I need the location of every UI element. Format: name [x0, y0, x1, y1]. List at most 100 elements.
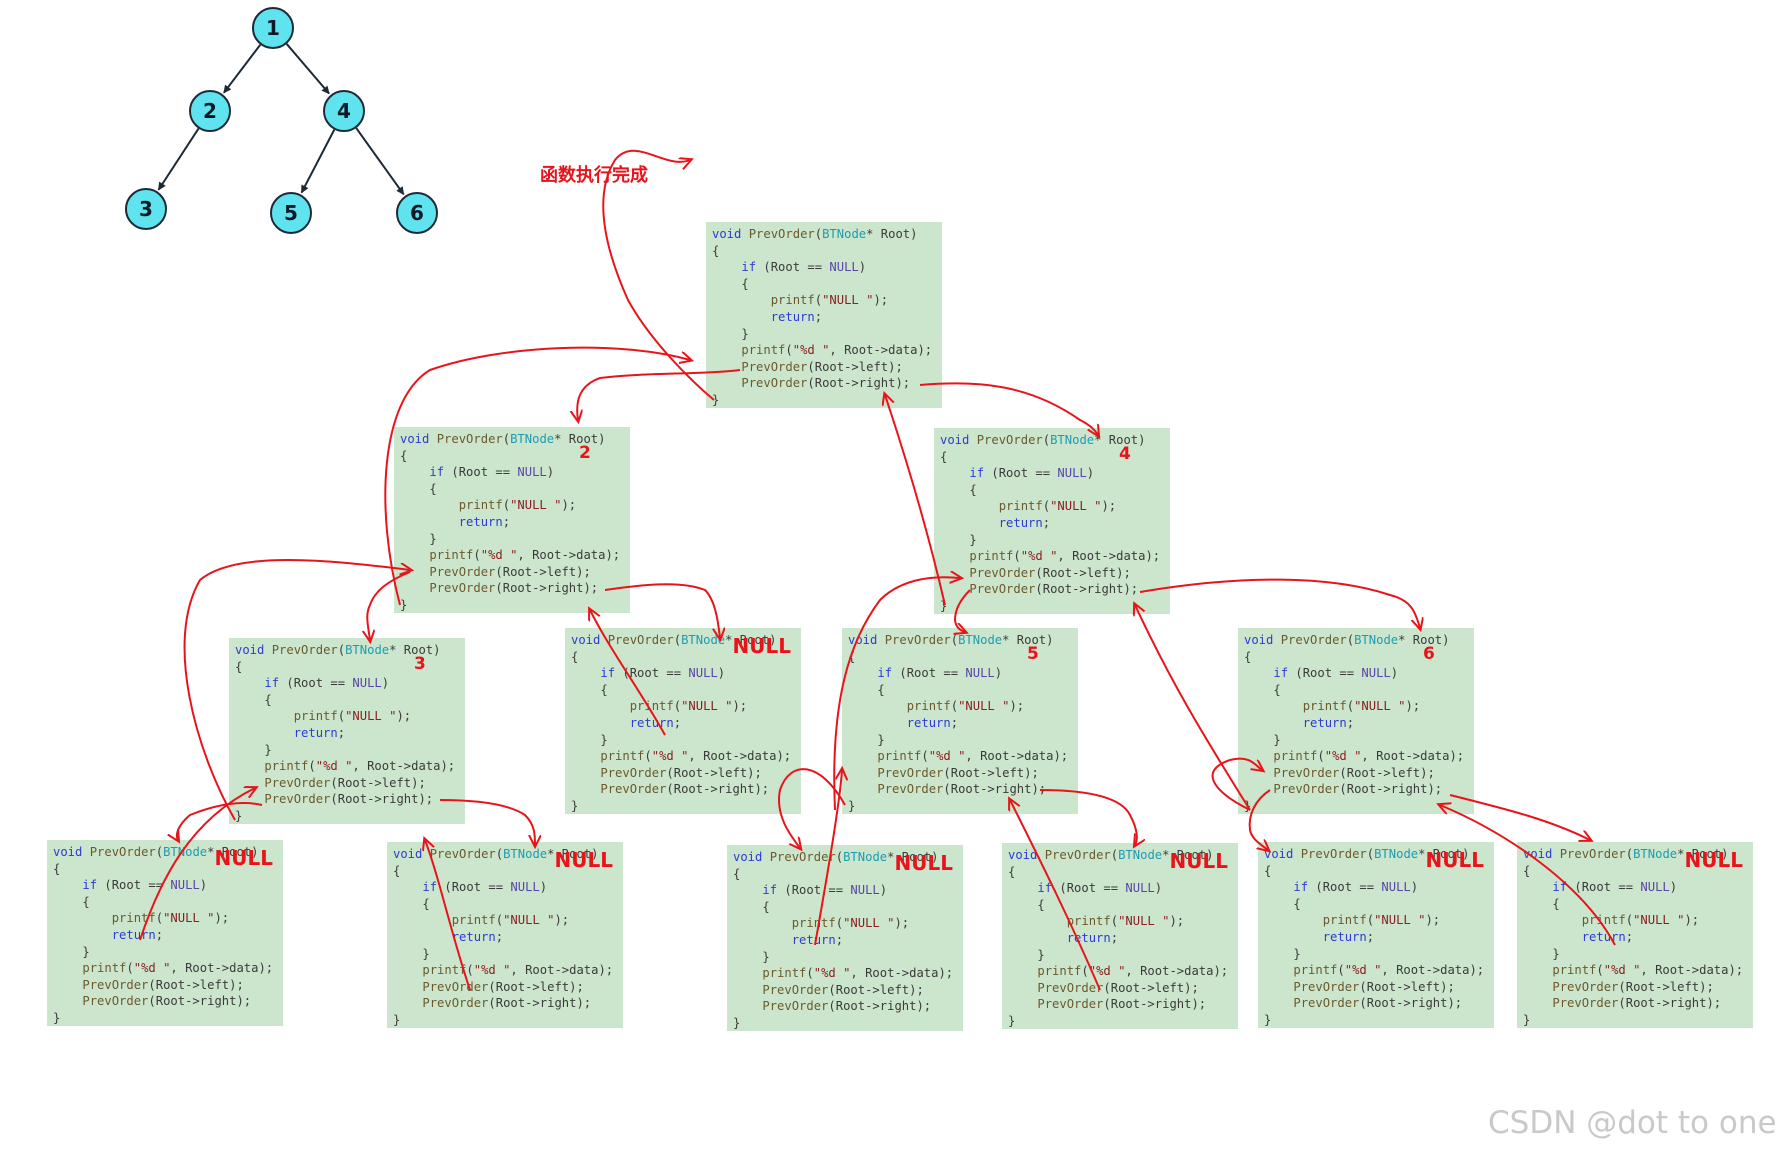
code-line: if (Root == NULL) — [422, 880, 548, 895]
code-line: PrevOrder(Root->right); — [741, 376, 911, 391]
call-frame-3r: void PrevOrder(BTNode* Root){ if (Root =… — [387, 842, 623, 1028]
code-line: PrevOrder(Root->right); — [82, 994, 252, 1009]
null-tag: NULL — [214, 846, 273, 870]
code-line: } — [712, 392, 720, 407]
code-line: { — [848, 682, 885, 697]
code-line: { — [1264, 863, 1272, 878]
code-line: { — [400, 481, 437, 496]
return-2r-2-arrow — [590, 610, 666, 736]
call-frame-6l: void PrevOrder(BTNode* Root){ if (Root =… — [1258, 842, 1494, 1028]
code-line: PrevOrder(Root->left); — [741, 359, 903, 374]
null-tag: NULL — [894, 851, 953, 875]
return-4-root-arrow — [885, 395, 946, 606]
tree-edge-n4-n6 — [355, 127, 405, 195]
tree-node-4 — [323, 90, 365, 132]
code-line: printf("NULL "); — [998, 499, 1117, 514]
tree-node-label: 1 — [266, 16, 280, 40]
code-line: void PrevOrder(BTNode* Root) — [848, 633, 1054, 647]
code-line: PrevOrder(Root->right); — [264, 792, 434, 807]
code-line: PrevOrder(Root->right); — [600, 782, 770, 797]
code-line: return; — [458, 514, 511, 529]
code-line: } — [400, 531, 437, 546]
return-3r-3-arrow — [425, 840, 471, 991]
code-line: PrevOrder(Root->left); — [877, 765, 1039, 780]
code-line: void PrevOrder(BTNode* Root) — [940, 433, 1146, 447]
code-line: { — [1244, 682, 1281, 697]
code-line: printf("NULL "); — [451, 913, 570, 928]
code-line: { — [712, 243, 720, 258]
return-6r-6-arrow — [1440, 805, 1616, 946]
node-value-tag: 3 — [414, 654, 426, 674]
call-frame-5r: void PrevOrder(BTNode* Root){ if (Root =… — [1002, 843, 1238, 1029]
tree-node-3 — [125, 188, 167, 230]
code-line: return; — [770, 309, 823, 324]
call-5-right-arrow — [1039, 789, 1137, 845]
tree-edge-n1-n4 — [285, 43, 330, 95]
call-frame-root: void PrevOrder(BTNode* Root){ if (Root =… — [706, 222, 942, 408]
call-6-left-arrow — [1248, 789, 1270, 850]
code-line: PrevOrder(Root->right); — [969, 582, 1139, 597]
code-line: void PrevOrder(BTNode* Root) — [235, 643, 441, 657]
code-line: PrevOrder(Root->left); — [264, 775, 426, 790]
call-frame-5: void PrevOrder(BTNode* Root) { if (Root =… — [842, 628, 1078, 814]
tree-edge-arrowhead — [321, 85, 330, 95]
tree-edge-arrowhead — [301, 184, 309, 194]
code-line: } — [53, 1010, 61, 1025]
code-line: printf("NULL "); — [629, 699, 748, 714]
tree-node-6 — [396, 192, 438, 234]
code-line: PrevOrder(Root->right); — [877, 782, 1047, 797]
code-line: } — [571, 798, 579, 813]
null-tag: NULL — [554, 848, 613, 872]
call-frame-6: void PrevOrder(BTNode* Root){ if (Root =… — [1238, 628, 1474, 814]
return-6l-6-arrow — [1211, 757, 1262, 811]
code-line: if (Root == NULL) — [264, 676, 390, 691]
call-5-left-arrow — [778, 768, 846, 848]
code-line: PrevOrder(Root->right); — [1273, 782, 1443, 797]
code-line: return; — [451, 929, 504, 944]
node-value-tag: 6 — [1423, 644, 1435, 664]
call-frame-5l: void PrevOrder(BTNode* Root){ if (Root =… — [727, 845, 963, 1031]
code-line: if (Root == NULL) — [1037, 881, 1163, 896]
call-3-left-arrow — [177, 802, 263, 840]
code-line: PrevOrder(Root->right); — [1552, 996, 1722, 1011]
code-line: } — [1008, 1013, 1016, 1028]
node-value-tag: 4 — [1119, 444, 1131, 464]
tree-node-label: 3 — [139, 197, 153, 221]
code-line: { — [1264, 896, 1301, 911]
call-6-right-arrow — [1449, 794, 1590, 840]
null-tag: NULL — [1684, 848, 1743, 872]
tree-node-2 — [189, 90, 231, 132]
code-line: { — [940, 482, 977, 497]
code-line: void PrevOrder(BTNode* Root) — [53, 845, 259, 859]
code-line: printf("NULL "); — [1066, 914, 1185, 929]
code-line: } — [393, 946, 430, 961]
code-line: } — [1244, 732, 1281, 747]
code-line: printf("NULL "); — [1581, 913, 1700, 928]
code-line: printf("%d ", Root->data); — [82, 961, 274, 976]
code-line: } — [571, 732, 608, 747]
call-frame-2: void PrevOrder(BTNode* Root){ if (Root =… — [394, 427, 630, 613]
code-line: if (Root == NULL) — [877, 666, 1003, 681]
code-line: if (Root == NULL) — [429, 465, 555, 480]
code-line: PrevOrder(Root->left); — [1273, 765, 1435, 780]
code-line: } — [940, 598, 948, 613]
code-line: return; — [791, 932, 844, 947]
code-line: { — [571, 682, 608, 697]
tree-edge-n2-n3 — [157, 128, 200, 191]
code-line: printf("%d ", Root->data); — [877, 749, 1069, 764]
tree-node-label: 2 — [203, 99, 217, 123]
code-line: } — [733, 1015, 741, 1030]
code-line: if (Root == NULL) — [82, 878, 208, 893]
code-line: printf("%d ", Root->data); — [1293, 963, 1485, 978]
code-line: PrevOrder(Root->right); — [422, 996, 592, 1011]
code-line: printf("NULL "); — [906, 699, 1025, 714]
return-5-4-arrow — [833, 577, 960, 811]
code-line: PrevOrder(Root->left); — [1552, 979, 1714, 994]
code-line: } — [1264, 1012, 1272, 1027]
code-line: printf("NULL "); — [770, 293, 889, 308]
code-line: { — [53, 894, 90, 909]
code-line: return; — [906, 715, 959, 730]
